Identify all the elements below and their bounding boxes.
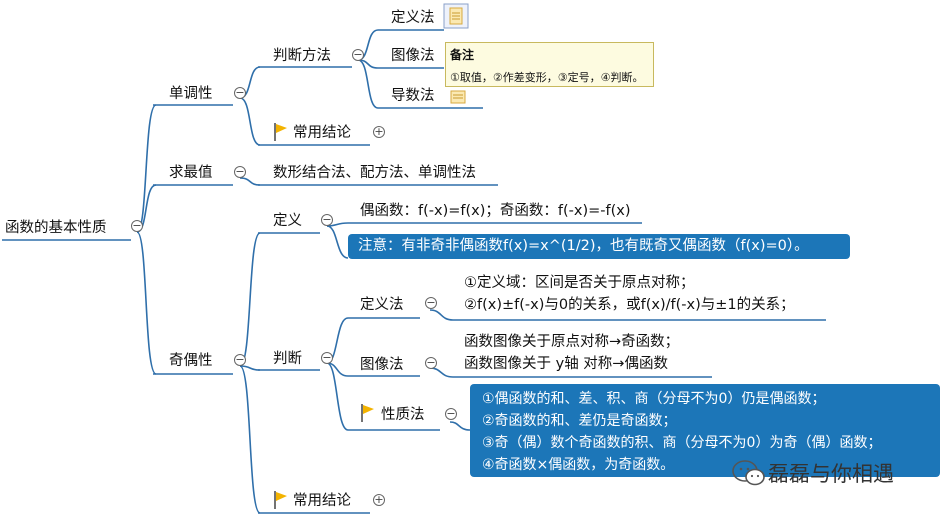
flag-icon (360, 403, 376, 427)
expand-icon[interactable]: + (373, 493, 385, 506)
topic-parity[interactable]: 奇偶性 (169, 353, 213, 369)
root-topic[interactable]: 函数的基本性质 (5, 220, 107, 236)
collapse-icon[interactable]: − (234, 353, 246, 366)
note-doc-icon[interactable] (443, 3, 469, 33)
collapse-icon[interactable]: − (234, 165, 246, 178)
parity-def-text[interactable]: 偶函数：f(-x)=f(x)；奇函数：f(-x)=-f(x) (360, 203, 631, 219)
extremum-methods[interactable]: 数形结合法、配方法、单调性法 (273, 165, 476, 181)
collapse-icon[interactable]: − (445, 407, 457, 420)
expand-icon[interactable]: + (373, 125, 385, 138)
property-line-4: ④奇函数×偶函数，为奇函数。 (482, 457, 675, 473)
property-line-3: ③奇（偶）数个奇函数的积、商（分母不为0）为奇（偶）函数； (482, 435, 882, 451)
collapse-icon[interactable]: − (352, 48, 364, 61)
collapse-icon[interactable]: − (425, 296, 437, 309)
watermark: 磊磊与你相遇 (730, 458, 894, 488)
note-popup: 备注 ①取值，②作差变形，③定号，④判断。 (445, 42, 654, 87)
topic-definition[interactable]: 定义 (273, 213, 302, 229)
topic-extremum[interactable]: 求最值 (169, 165, 213, 181)
topic-parity-def-method[interactable]: 定义法 (360, 297, 404, 313)
property-box[interactable]: ①偶函数的和、差、积、商（分母不为0）仍是偶函数； ②奇函数的和、差仍是奇函数；… (470, 384, 940, 477)
graph-method-line-2[interactable]: 函数图像关于 y轴 对称→偶函数 (464, 356, 668, 372)
flag-icon (273, 490, 289, 514)
wechat-icon (732, 460, 765, 486)
flag-icon (273, 122, 289, 146)
parity-note-text: 注意：有非奇非偶函数f(x)=x^(1/2)，也有既奇又偶函数（f(x)=0）。 (358, 238, 809, 254)
topic-monotonic[interactable]: 单调性 (169, 86, 213, 102)
parity-note-box[interactable]: 注意：有非奇非偶函数f(x)=x^(1/2)，也有既奇又偶函数（f(x)=0）。 (348, 234, 850, 259)
topic-deriv-method[interactable]: 导数法 (391, 88, 435, 104)
collapse-icon[interactable]: − (425, 356, 437, 369)
collapse-icon[interactable]: − (321, 351, 333, 364)
topic-def-method[interactable]: 定义法 (391, 10, 435, 26)
topic-graph-method[interactable]: 图像法 (391, 48, 435, 64)
collapse-icon[interactable]: − (321, 213, 333, 226)
topic-judge[interactable]: 判断 (273, 351, 302, 367)
note-body: ①取值，②作差变形，③定号，④判断。 (450, 71, 644, 84)
note-icon[interactable] (450, 89, 466, 108)
topic-property-method[interactable]: 性质法 (381, 407, 425, 423)
def-method-line-2[interactable]: ②f(x)±f(-x)与0的关系，或f(x)/f(-x)与±1的关系； (464, 297, 795, 313)
property-line-2: ②奇函数的和、差仍是奇函数； (482, 413, 677, 429)
def-method-line-1[interactable]: ①定义域：区间是否关于原点对称； (464, 275, 695, 291)
note-title: 备注 (450, 48, 475, 62)
topic-judge-method[interactable]: 判断方法 (273, 48, 331, 64)
topic-parity-conclusion[interactable]: 常用结论 (293, 493, 351, 509)
graph-method-line-1[interactable]: 函数图像关于原点对称→奇函数； (464, 334, 680, 350)
collapse-icon[interactable]: − (131, 219, 143, 232)
topic-parity-graph-method[interactable]: 图像法 (360, 357, 404, 373)
collapse-icon[interactable]: − (234, 86, 246, 99)
topic-conclusion[interactable]: 常用结论 (293, 125, 351, 141)
property-line-1: ①偶函数的和、差、积、商（分母不为0）仍是偶函数； (482, 391, 826, 407)
watermark-text: 磊磊与你相遇 (768, 462, 894, 486)
